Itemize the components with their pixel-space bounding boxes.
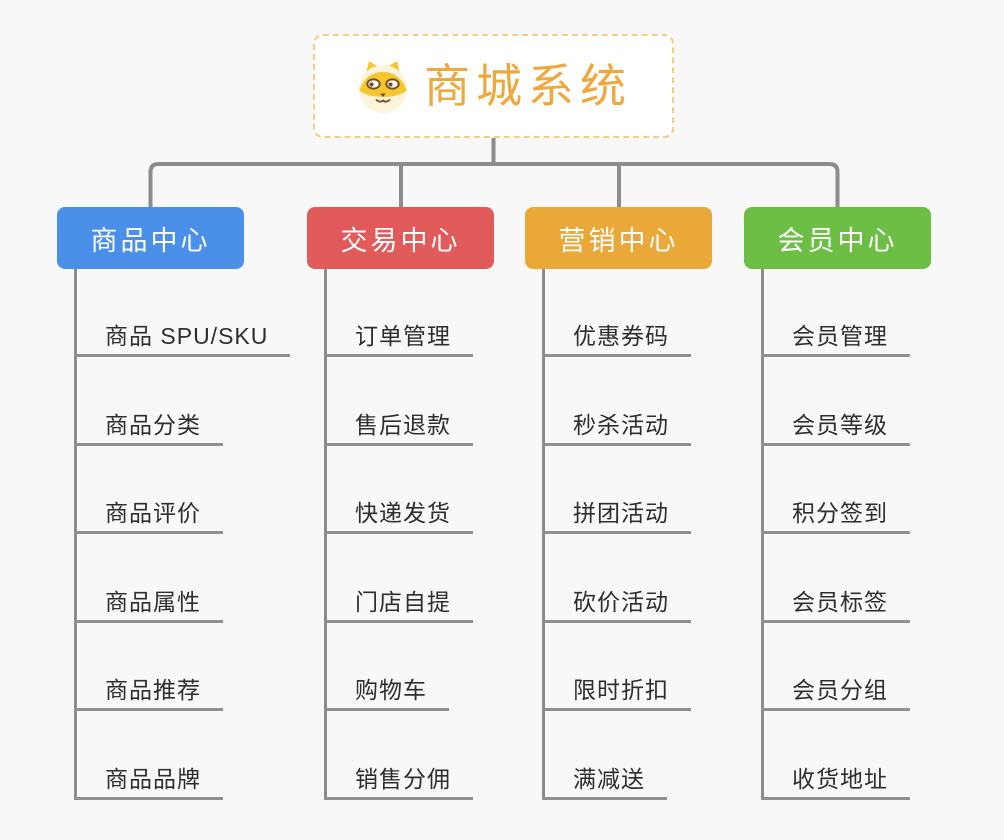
leaf-node[interactable]: 砍价活动 — [542, 588, 691, 623]
leaf-node[interactable]: 销售分佣 — [324, 765, 473, 800]
branch-node-product-center[interactable]: 商品中心 — [57, 207, 244, 269]
leaf-node[interactable]: 满减送 — [542, 765, 667, 800]
leaf-node[interactable]: 会员管理 — [761, 322, 910, 357]
root-title: 商城系统 — [424, 60, 632, 112]
leaf-node[interactable]: 售后退款 — [324, 411, 473, 446]
leaf-node[interactable]: 商品评价 — [74, 499, 223, 534]
leaf-node[interactable]: 门店自提 — [324, 588, 473, 623]
branch-node-trade-center[interactable]: 交易中心 — [307, 207, 494, 269]
leaf-node[interactable]: 会员标签 — [761, 588, 910, 623]
leaf-node[interactable]: 订单管理 — [324, 322, 473, 357]
leaf-node[interactable]: 秒杀活动 — [542, 411, 691, 446]
leaf-node[interactable]: 会员等级 — [761, 411, 910, 446]
shiba-dog-icon — [355, 58, 411, 114]
leaf-node[interactable]: 商品分类 — [74, 411, 223, 446]
leaf-node[interactable]: 优惠券码 — [542, 322, 691, 357]
leaf-node[interactable]: 商品属性 — [74, 588, 223, 623]
leaf-node[interactable]: 商品推荐 — [74, 676, 223, 711]
leaf-node[interactable]: 收货地址 — [761, 765, 910, 800]
leaf-node[interactable]: 快递发货 — [324, 499, 473, 534]
leaf-node[interactable]: 商品 SPU/SKU — [74, 322, 291, 357]
leaf-node[interactable]: 购物车 — [324, 676, 449, 711]
branch-node-member-center[interactable]: 会员中心 — [744, 207, 931, 269]
leaf-node[interactable]: 限时折扣 — [542, 676, 691, 711]
branch-node-marketing-center[interactable]: 营销中心 — [525, 207, 712, 269]
leaf-node[interactable]: 拼团活动 — [542, 499, 691, 534]
leaf-node[interactable]: 商品品牌 — [74, 765, 223, 800]
leaf-node[interactable]: 会员分组 — [761, 676, 910, 711]
leaf-node[interactable]: 积分签到 — [761, 499, 910, 534]
root-node[interactable]: 商城系统 — [313, 34, 674, 138]
